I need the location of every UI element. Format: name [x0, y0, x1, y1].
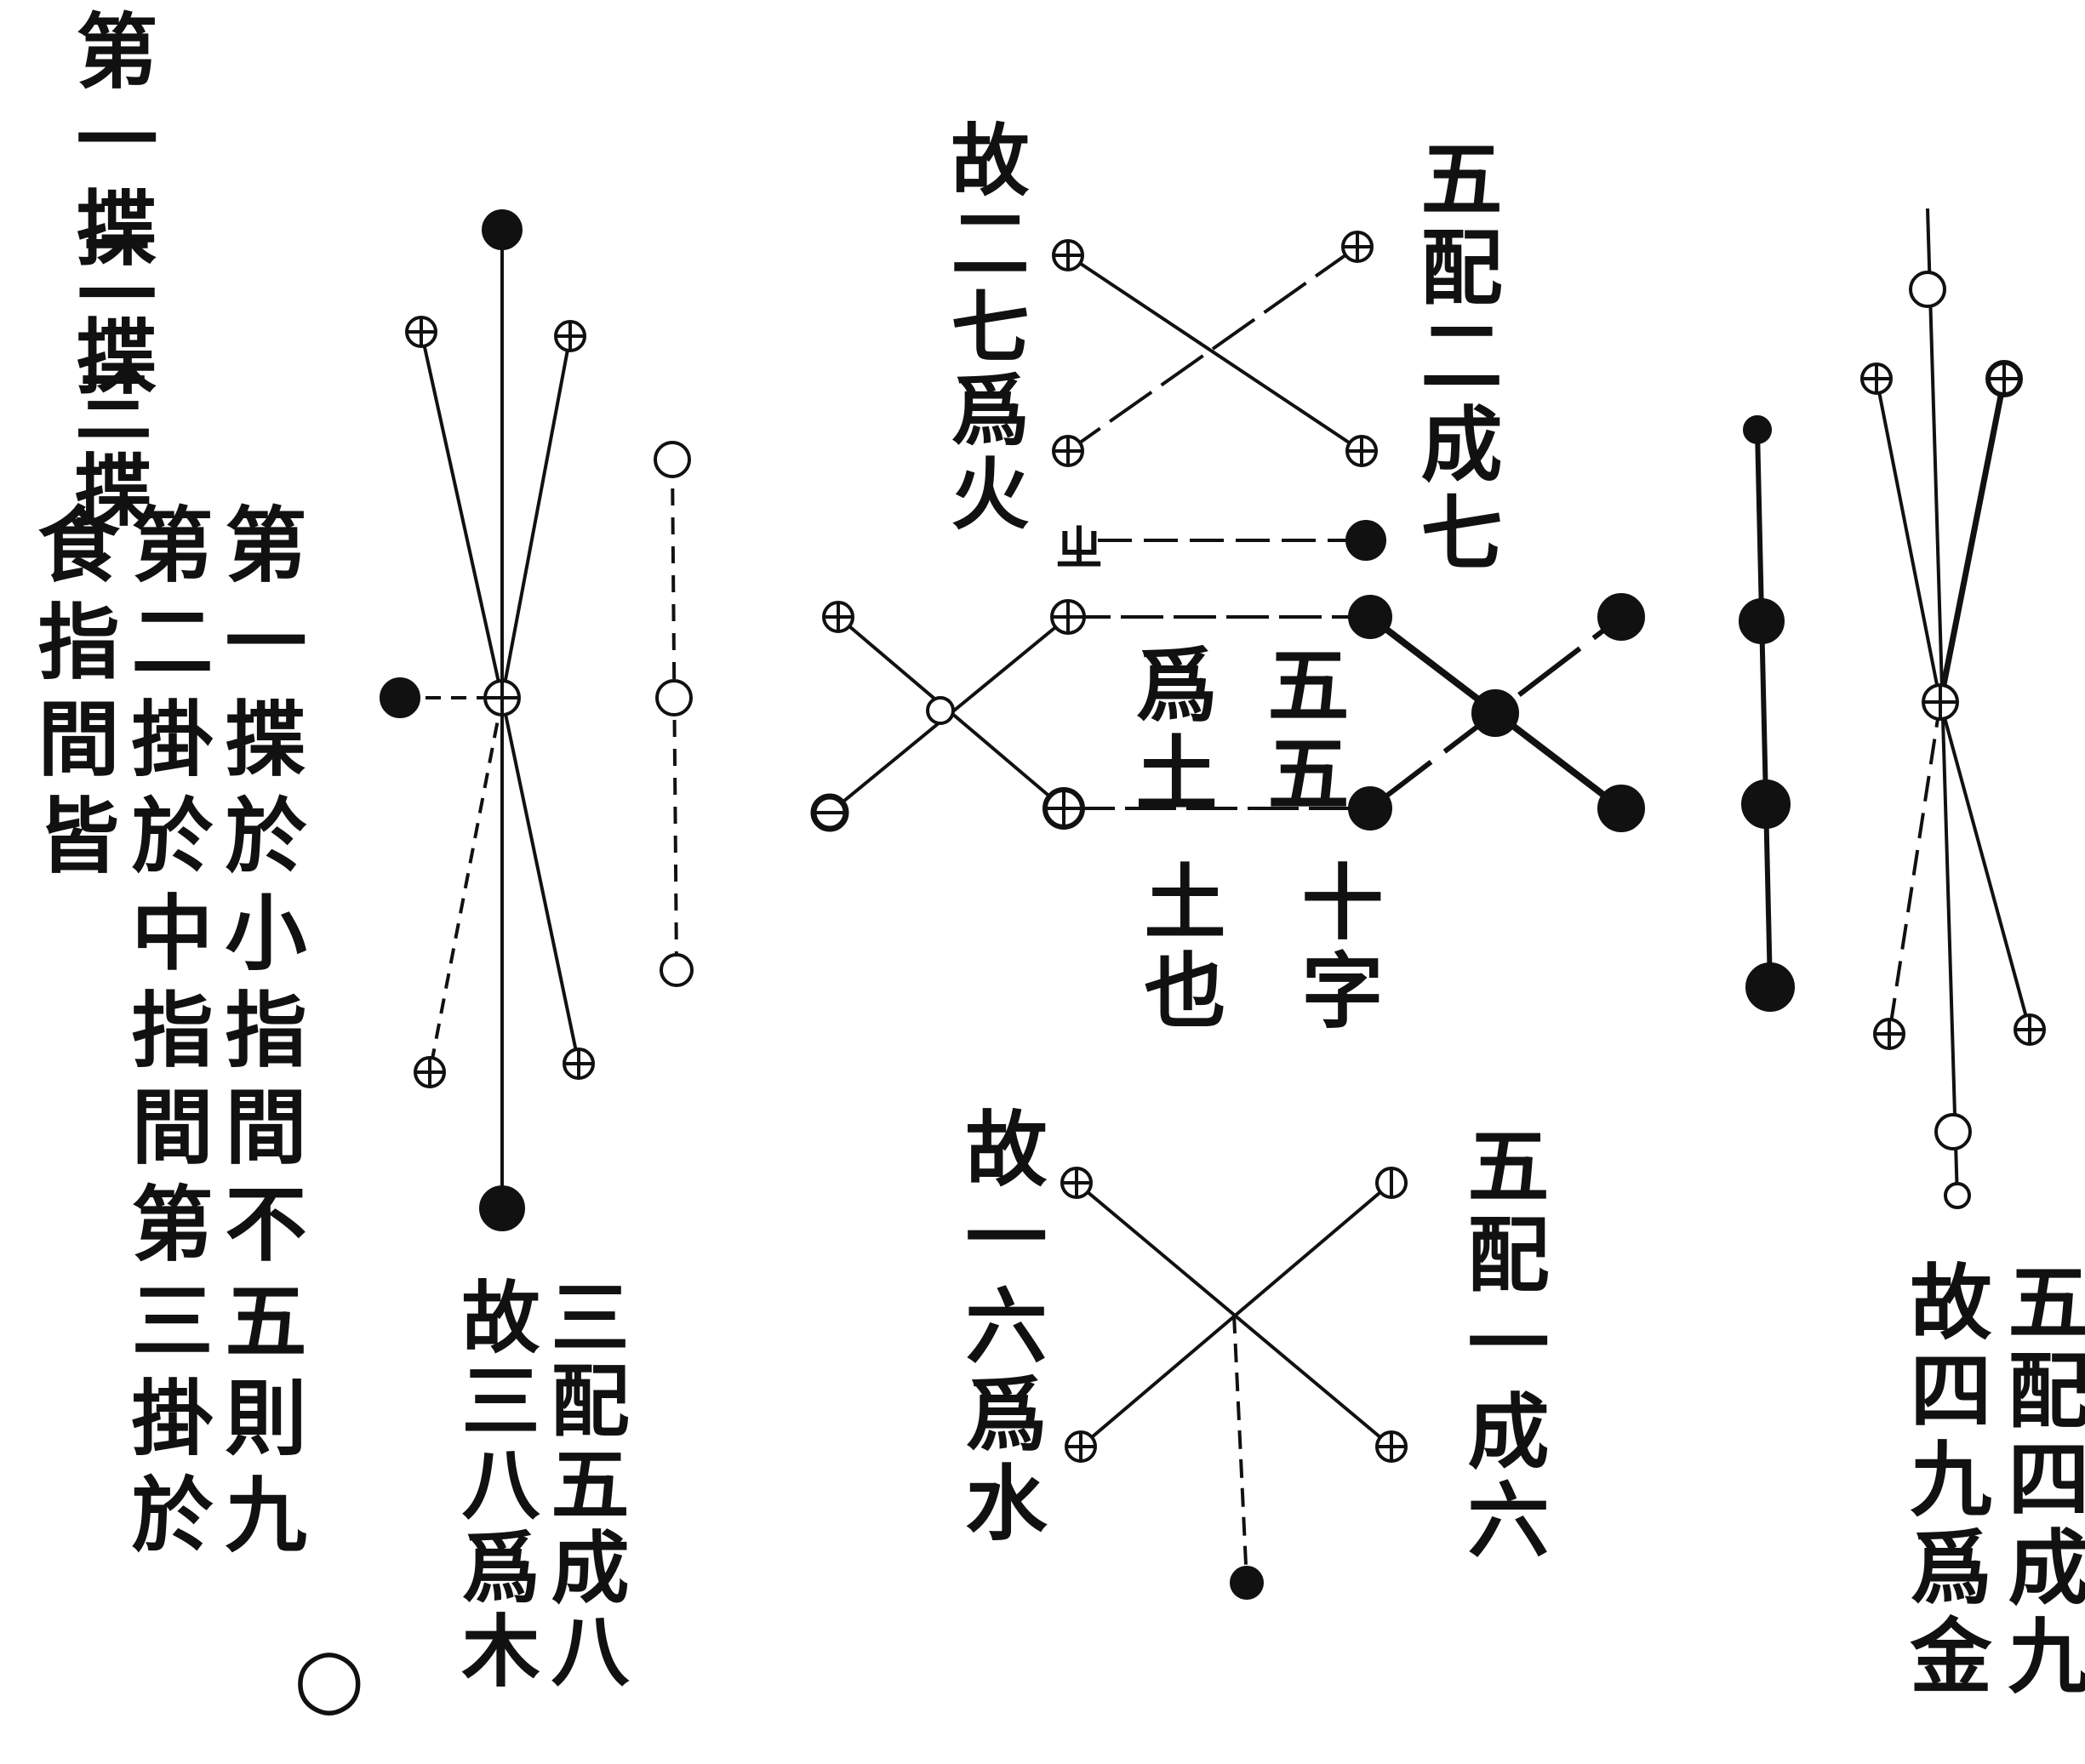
fire-label-right: 五配二成七: [1407, 136, 1503, 579]
metal-diagram: [1860, 208, 2046, 1209]
solid-dot: [1348, 595, 1392, 639]
earth-label-right-2: 十字: [1288, 859, 1384, 1036]
wood-diagram: [380, 209, 595, 1231]
left-title-1: 第一揲: [62, 9, 158, 274]
small-mark: ㄓ: [1055, 521, 1110, 577]
water-label-left: 故一六爲水: [951, 1106, 1048, 1549]
hollow-dot: [655, 679, 693, 716]
solid-dot: [1597, 785, 1645, 832]
solid-dot: [1348, 786, 1392, 831]
water-label-right: 五配一成六: [1454, 1123, 1550, 1566]
water-diagram: [1060, 1167, 1408, 1600]
earth-label-left-2: 土也: [1130, 859, 1226, 1036]
solid-dot: [1471, 689, 1519, 737]
hollow-chain-left: [654, 441, 694, 987]
hollow-dot: [1934, 1113, 1972, 1150]
wood-line: [420, 331, 504, 699]
solid-dot: [1230, 1566, 1264, 1600]
solid-dot: [1743, 415, 1772, 444]
wood-label-left: 故三八爲木: [448, 1276, 540, 1693]
hollow-dot: [660, 953, 694, 987]
fire-label-left: 故二七爲火: [938, 119, 1030, 536]
wood-line: [428, 697, 504, 1073]
hollow-dot: [1909, 271, 1946, 308]
earth-label-left: 爲土: [1122, 642, 1218, 819]
solid-dot: [1745, 962, 1795, 1012]
hollow-dot: [1944, 1182, 1971, 1209]
metal-label-right: 五配四成九: [1994, 1259, 2085, 1702]
solid-dot: [380, 677, 420, 718]
wood-line: [500, 697, 580, 1065]
solid-dot: [1739, 598, 1785, 644]
wood-label-right: 三配五成八: [538, 1276, 630, 1693]
fire-diagram: [1052, 231, 1378, 467]
solid-dot: [1597, 593, 1645, 641]
earth-diagram: [810, 520, 1645, 832]
left-text-column-3: 食指間皆: [24, 502, 120, 890]
hollow-circle-mark: ○: [294, 1630, 372, 1725]
left-title-3: 三揲: [61, 366, 153, 533]
solid-dot: [482, 209, 523, 250]
solid-chain-right: [1739, 415, 1795, 1012]
metal-label-left: 故四九爲金: [1896, 1259, 1992, 1702]
solid-dot: [1741, 779, 1791, 829]
left-text-column-2: 第二掛於中指間第三掛於: [117, 502, 214, 1569]
left-text-column-1: 第一揲於小指間不五則九: [211, 502, 307, 1569]
earth-label-right: 五五: [1254, 642, 1350, 819]
hollow-dot: [654, 441, 691, 478]
wood-line: [500, 335, 572, 699]
left-title-2: 二揲: [62, 225, 158, 402]
solid-dot: [479, 1185, 525, 1231]
solid-dot: [1345, 520, 1386, 561]
